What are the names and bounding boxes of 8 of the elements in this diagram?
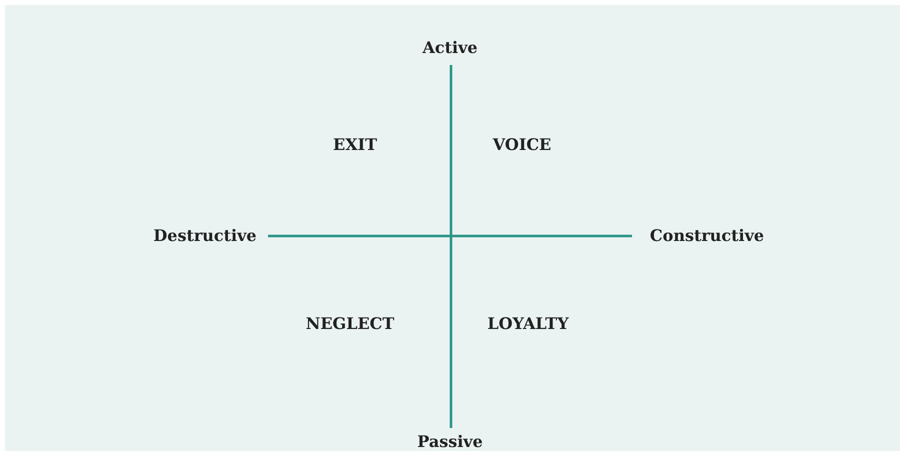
quadrant-label: NEGLECT [306, 315, 394, 333]
axis-label: Destructive [153, 227, 257, 245]
quadrant-label: EXIT [333, 136, 377, 154]
axis-label: Active [422, 39, 478, 57]
axis-label: Constructive [650, 227, 764, 245]
quadrant-label: LOYALTY [487, 315, 569, 333]
quadrant-label: VOICE [492, 136, 552, 154]
axis-label: Passive [417, 433, 483, 451]
